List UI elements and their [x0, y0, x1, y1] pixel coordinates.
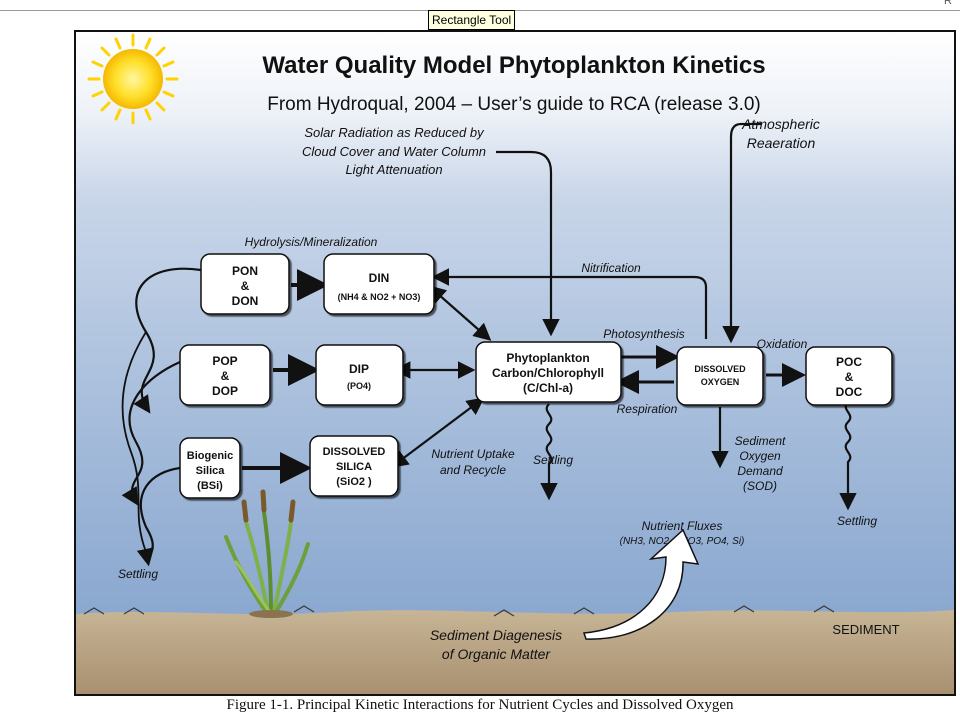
- photosynthesis-label: Photosynthesis: [603, 327, 684, 341]
- svg-text:DISSOLVED: DISSOLVED: [323, 446, 386, 458]
- atmos-label-line1: Atmospheric: [741, 116, 820, 132]
- pon-don-box: PON & DON: [200, 253, 290, 315]
- svg-text:(BSi): (BSi): [197, 480, 223, 492]
- reaeration-arrow: [722, 122, 761, 344]
- svg-text:POC: POC: [836, 355, 862, 369]
- dip-box: DIP (PO4): [315, 344, 404, 406]
- diagenesis-label-line1: Sediment Diagenesis: [430, 627, 562, 643]
- nutrient-flux-arrow: [582, 528, 700, 640]
- dsi-phyto-arrow: [390, 397, 485, 468]
- svg-text:&: &: [845, 370, 854, 384]
- respiration-label: Respiration: [617, 402, 678, 416]
- sediment-texture: [83, 605, 835, 617]
- din-phyto-arrow: [428, 285, 492, 341]
- svg-text:DOP: DOP: [212, 384, 238, 398]
- sod-label-line4: (SOD): [743, 479, 777, 493]
- kinetics-diagram: Water Quality Model Phytoplankton Kineti…: [76, 32, 954, 694]
- uptake-label-line1: Nutrient Uptake: [431, 447, 515, 461]
- settling-poc-label: Settling: [837, 514, 877, 528]
- svg-text:&: &: [241, 279, 250, 293]
- biogenic-silica-box: Biogenic Silica (BSi): [179, 437, 241, 499]
- oxidation-label: Oxidation: [757, 337, 808, 351]
- svg-text:&: &: [221, 369, 230, 383]
- svg-text:Phytoplankton: Phytoplankton: [506, 351, 589, 365]
- hydrolysis-label: Hydrolysis/Mineralization: [245, 235, 378, 249]
- svg-text:(PO4): (PO4): [347, 381, 371, 391]
- seagrass-icon: [224, 489, 310, 618]
- poc-doc-box: POC & DOC: [805, 346, 893, 406]
- diagenesis-label-line2: of Organic Matter: [442, 646, 551, 662]
- svg-text:DOC: DOC: [836, 385, 863, 399]
- pop-settling-arrow: [121, 360, 181, 506]
- svg-text:Silica: Silica: [196, 465, 226, 477]
- rectangle-tool-tooltip: Rectangle Tool: [428, 10, 516, 30]
- svg-text:DISSOLVED: DISSOLVED: [694, 364, 746, 374]
- nitrification-label: Nitrification: [581, 261, 641, 275]
- phyto-settling-arrow: [540, 403, 558, 501]
- solar-label-line3: Light Attenuation: [345, 162, 442, 177]
- nitrification-arrow: [431, 268, 708, 339]
- kinetics-figure: Water Quality Model Phytoplankton Kineti…: [74, 30, 956, 696]
- sediment-layer: [76, 610, 954, 694]
- svg-text:(NH4 & NO2 + NO3): (NH4 & NO2 + NO3): [338, 292, 421, 302]
- pop-dop-box: POP & DOP: [179, 344, 271, 406]
- sod-label-line3: Demand: [737, 464, 783, 478]
- svg-text:(SiO2 ): (SiO2 ): [336, 476, 372, 488]
- window-corner-text: R: [944, 0, 952, 7]
- bsi-settling-arrow: [136, 466, 181, 567]
- svg-text:DIN: DIN: [369, 271, 390, 285]
- atmos-label-line2: Reaeration: [747, 135, 816, 151]
- settling-left-label: Settling: [118, 567, 158, 581]
- din-box: DIN (NH4 & NO2 + NO3): [323, 253, 435, 315]
- fluxes-label-line1: Nutrient Fluxes: [642, 519, 723, 533]
- svg-text:PON: PON: [232, 264, 258, 278]
- dissolved-oxygen-box: DISSOLVED OXYGEN: [676, 346, 764, 406]
- svg-text:Biogenic: Biogenic: [187, 450, 233, 462]
- svg-text:SILICA: SILICA: [336, 461, 372, 473]
- sod-label-line2: Oxygen: [739, 449, 781, 463]
- solar-label-line2: Cloud Cover and Water Column: [302, 144, 486, 159]
- sediment-label: SEDIMENT: [832, 622, 899, 637]
- figure-caption: Figure 1-1. Principal Kinetic Interactio…: [226, 697, 734, 713]
- poc-settling-arrow: [839, 401, 857, 511]
- svg-text:(C/Chl-a): (C/Chl-a): [523, 381, 573, 395]
- figure-title: Water Quality Model Phytoplankton Kineti…: [262, 52, 765, 79]
- dissolved-silica-box: DISSOLVED SILICA (SiO2 ): [309, 435, 399, 497]
- solar-label-line1: Solar Radiation as Reduced by: [304, 125, 485, 140]
- sun-icon: [87, 33, 179, 125]
- figure-subtitle: From Hydroqual, 2004 – User’s guide to R…: [267, 94, 761, 115]
- uptake-label-line2: and Recycle: [440, 463, 506, 477]
- svg-text:Carbon/Chlorophyll: Carbon/Chlorophyll: [492, 366, 604, 380]
- left-settling-path: [121, 331, 147, 553]
- svg-text:DON: DON: [232, 294, 259, 308]
- svg-text:DIP: DIP: [349, 362, 369, 376]
- phytoplankton-box: Phytoplankton Carbon/Chlorophyll (C/Chl-…: [475, 341, 622, 403]
- svg-text:OXYGEN: OXYGEN: [701, 377, 740, 387]
- settling-phyto-label: Settling: [533, 453, 573, 467]
- svg-text:POP: POP: [212, 354, 237, 368]
- solar-arrow: [496, 150, 560, 337]
- sod-label-line1: Sediment: [735, 434, 786, 448]
